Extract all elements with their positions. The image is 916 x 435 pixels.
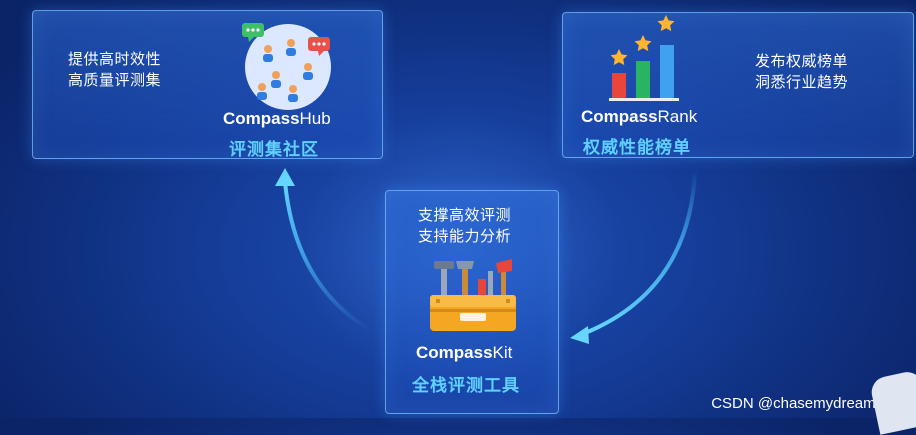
hub-subtitle: 评测集社区 xyxy=(229,140,319,160)
hub-description-line-1: 提供高时效性 xyxy=(68,50,162,68)
kit-subtitle: 全栈评测工具 xyxy=(412,376,520,396)
rank-description-line-1: 发布权威榜单 xyxy=(755,52,849,70)
community-icon xyxy=(242,23,331,110)
arrow-kit-to-hub xyxy=(275,168,372,332)
compass-hub-card: 提供高时效性 高质量评测集 CompassHub 评测集社区 xyxy=(32,10,383,160)
kit-brand: CompassKit xyxy=(416,343,512,363)
hub-brand-light: Hub xyxy=(299,109,331,128)
rank-brand-bold: Compass xyxy=(581,107,658,126)
kit-brand-bold: Compass xyxy=(416,343,493,362)
rank-brand-light: Rank xyxy=(657,107,698,126)
compass-kit-card: 支撑高效评测 支持能力分析 CompassKit 全栈评测工具 xyxy=(385,190,559,414)
kit-brand-light: Kit xyxy=(492,343,513,362)
toolbox-icon xyxy=(430,259,516,331)
rank-description: 发布权威榜单 洞悉行业趋势 xyxy=(755,51,848,93)
flow-arrows xyxy=(275,168,697,344)
csdn-watermark: CSDN @chasemydreamidea xyxy=(711,395,904,412)
hub-description-line-2: 高质量评测集 xyxy=(68,71,162,89)
hub-brand: CompassHub xyxy=(223,109,331,129)
kit-description: 支撑高效评测 支持能力分析 xyxy=(418,205,511,247)
kit-description-line-1: 支撑高效评测 xyxy=(418,206,512,224)
rank-brand: CompassRank xyxy=(581,107,697,127)
arrow-rank-to-kit xyxy=(570,168,697,344)
hub-brand-bold: Compass xyxy=(223,109,300,128)
leaderboard-bars-icon xyxy=(609,15,679,101)
compass-rank-card: 发布权威榜单 洞悉行业趋势 CompassRank 权威性能榜单 xyxy=(562,12,914,158)
hub-description: 提供高时效性 高质量评测集 xyxy=(68,49,161,91)
kit-description-line-2: 支持能力分析 xyxy=(418,227,512,245)
rank-subtitle: 权威性能榜单 xyxy=(583,138,691,158)
rank-description-line-2: 洞悉行业趋势 xyxy=(755,73,849,91)
